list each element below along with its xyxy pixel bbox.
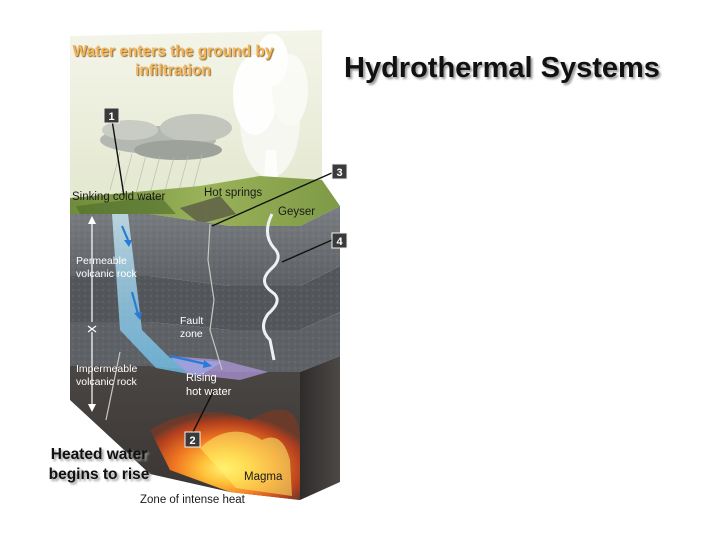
slide-title: Hydrothermal Systems	[344, 52, 660, 84]
callout-1-number: 1	[108, 111, 114, 123]
sinking-water	[112, 214, 222, 376]
label-rising-2: hot water	[186, 386, 232, 398]
geyser-plume	[233, 34, 308, 210]
flow-arrows	[120, 225, 212, 368]
callout-3: 3	[331, 163, 348, 180]
callout-4: 4	[331, 232, 348, 249]
layer-thickness-markers	[87, 216, 97, 412]
label-fault-2: zone	[180, 328, 203, 340]
label-permeable-2: volcanic rock	[76, 268, 137, 280]
callout-3-number: 3	[336, 167, 342, 179]
callout-2: 2	[184, 431, 201, 448]
heated-water-caption: Heated water begins to rise	[48, 446, 150, 483]
callout-4-number: 4	[336, 236, 343, 248]
label-permeable-1: Permeable	[76, 255, 127, 267]
label-fault-1: Fault	[180, 315, 203, 327]
label-hot-springs: Hot springs	[204, 187, 262, 199]
label-sinking-cold-water: Sinking cold water	[72, 191, 165, 203]
label-impermeable-2: volcanic rock	[76, 376, 137, 388]
label-geyser: Geyser	[278, 206, 315, 218]
label-impermeable-1: Impermeable	[76, 363, 137, 375]
deep-rock-side	[300, 356, 340, 500]
label-magma: Magma	[244, 471, 283, 483]
infiltration-caption: Water enters the ground by infiltration	[72, 43, 274, 79]
rain-cloud	[100, 114, 232, 196]
callout-leaders	[111, 119, 335, 435]
geyser-conduit	[262, 213, 280, 361]
callout-1: 1	[103, 107, 120, 124]
label-rising-1: Rising	[186, 372, 217, 384]
fault-line	[105, 223, 223, 421]
label-zone-of-intense-heat: Zone of intense heat	[140, 494, 246, 506]
callout-2-number: 2	[189, 435, 195, 447]
